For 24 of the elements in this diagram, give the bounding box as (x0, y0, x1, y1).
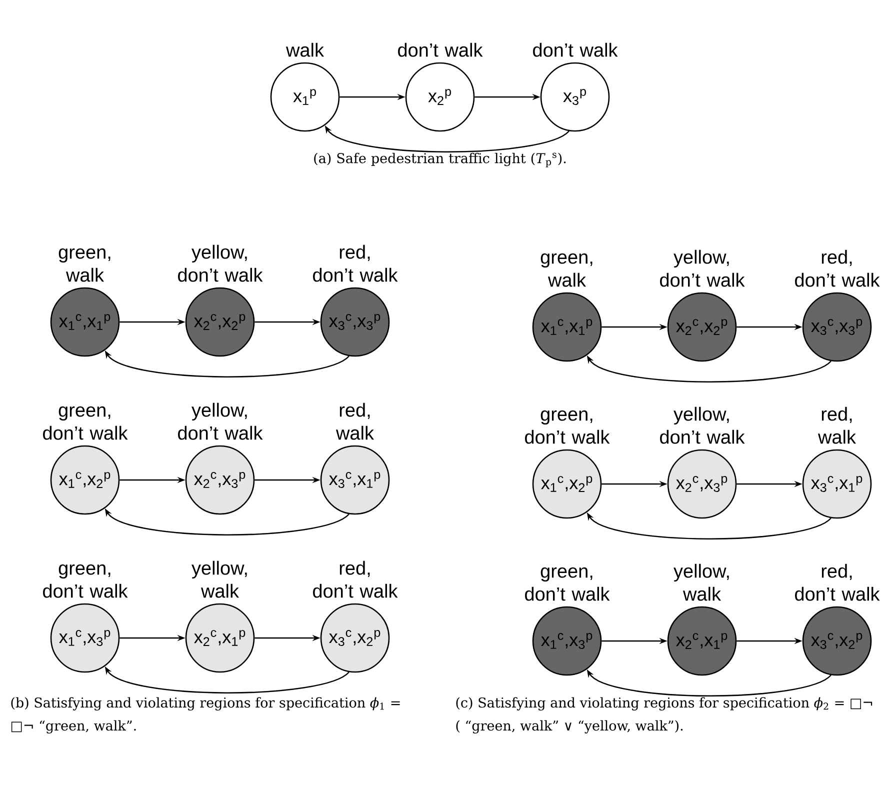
caption: (c) Satisfying and violating regions for specification ϕ$_{2}$ = □¬ ( “green, walk” ∨ “yellow, walk”). (456, 697, 872, 734)
state-label: green, walk (58, 248, 110, 282)
state-label: green, walk (540, 253, 592, 287)
state-label: red, don’t walk (795, 564, 880, 601)
state-label: yellow, don’t walk (178, 402, 263, 440)
state-label: yellow, don’t walk (178, 244, 263, 282)
caption: (b) Satisfying and violating regions for specification ϕ$_{1}$ = □¬ “green, walk”. (11, 697, 400, 734)
state-label: yellow, walk (192, 560, 247, 598)
state-label: don’t walk (533, 42, 618, 57)
state-label: don’t walk (398, 42, 483, 57)
state-label: red, walk (818, 406, 856, 444)
state-label: green, don’t walk (43, 564, 128, 598)
caption: (a) Safe pedestrian traffic light (T$_{p}$$^{s}$). (314, 152, 566, 168)
state-label: green, don’t walk (525, 567, 610, 601)
state-label: green, don’t walk (525, 410, 610, 444)
state-label: red, don’t walk (313, 560, 398, 598)
state-label: walk (286, 42, 324, 57)
state-label: green, don’t walk (43, 406, 128, 440)
state-label: yellow, walk (674, 564, 729, 601)
state-label: yellow, don’t walk (660, 250, 745, 287)
state-label: red, don’t walk (795, 250, 880, 287)
state-label: red, walk (336, 402, 374, 440)
state-label: yellow, don’t walk (660, 406, 745, 444)
state-label: red, don’t walk (313, 244, 398, 282)
